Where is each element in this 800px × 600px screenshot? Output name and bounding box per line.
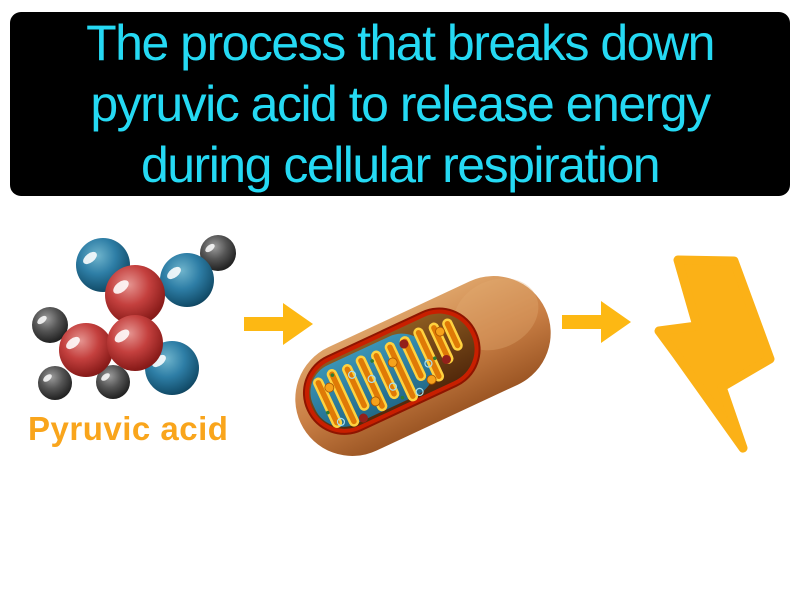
arrow-right-icon	[244, 303, 313, 345]
mitochondrion-illustration	[295, 276, 551, 456]
pyruvic-acid-label: Pyruvic acid	[28, 410, 228, 447]
pyruvic-acid-molecule	[32, 235, 236, 400]
arrow-right-icon	[562, 301, 631, 343]
definition-text-line-3: during cellular respiration	[140, 136, 661, 193]
definition-text-line-2: pyruvic acid to release energy	[90, 75, 711, 132]
matrix-granules	[324, 326, 451, 427]
lightning-bolt-icon	[654, 255, 775, 453]
definition-banner: The process that breaks down pyruvic aci…	[10, 12, 790, 196]
definition-text-line-1: The process that breaks down	[86, 14, 715, 71]
cristae-folds	[313, 318, 463, 428]
